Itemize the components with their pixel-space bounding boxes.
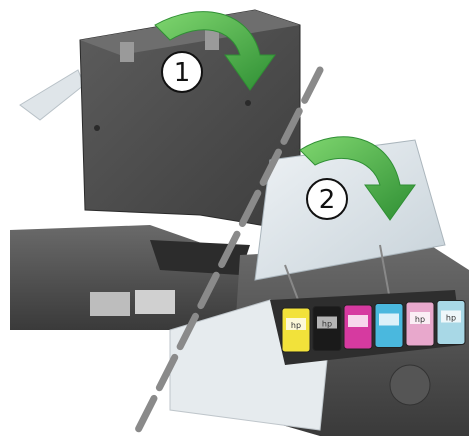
lid-screw xyxy=(94,125,100,131)
tray-document xyxy=(90,292,130,316)
step-number: 1 xyxy=(174,58,191,88)
step-number: 2 xyxy=(319,185,336,215)
tray-document xyxy=(135,290,175,314)
cartridge-logo: hp xyxy=(415,315,425,324)
step-badge-1: 1 xyxy=(162,52,202,92)
ink-cartridge-light-magenta: hp xyxy=(406,302,434,346)
ink-cartridge-black: hp xyxy=(313,307,341,351)
cartridge-logo: hp xyxy=(291,321,301,330)
cartridge-logo: hp xyxy=(446,314,456,323)
hinge-right xyxy=(205,30,219,50)
ink-cartridge-yellow: hp xyxy=(282,308,310,352)
cartridge-logo: hp xyxy=(322,320,332,329)
ink-cartridge-magenta xyxy=(344,305,372,349)
ink-cartridge-light-cyan: hp xyxy=(437,301,465,345)
lid-screw xyxy=(245,100,251,106)
ink-cartridge-cyan xyxy=(375,304,403,348)
scanner-lid-light-flap xyxy=(20,70,84,120)
printer-dial xyxy=(390,365,430,405)
hinge-left xyxy=(120,42,134,62)
step-badge-2: 2 xyxy=(307,179,347,219)
